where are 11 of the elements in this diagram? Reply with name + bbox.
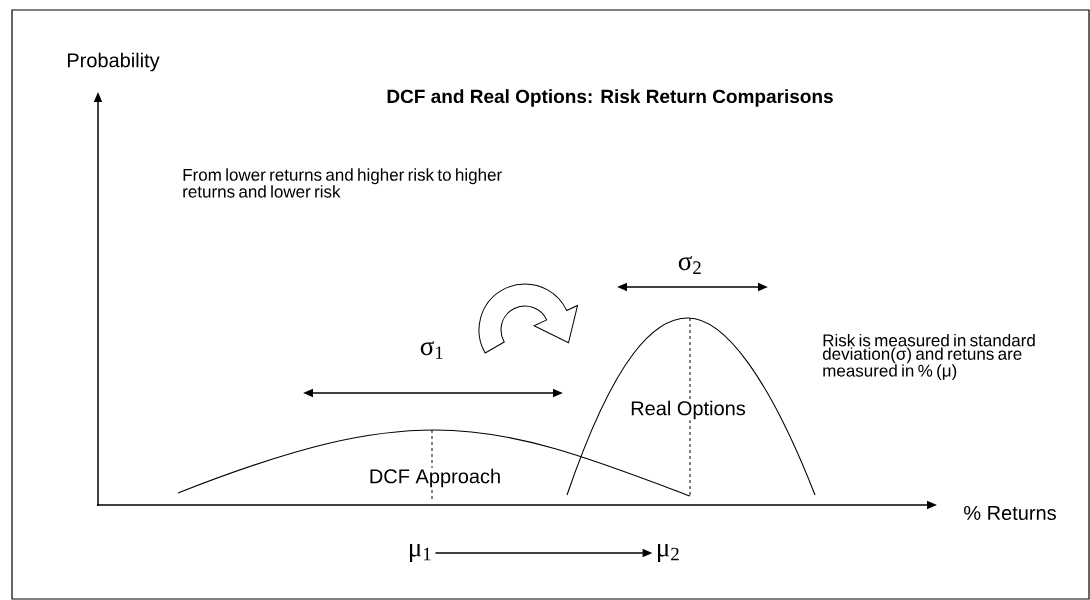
note-text: Risk is measured in standard deviation(σ) and retuns are measured in % (μ): [822, 333, 1035, 381]
mean-label: μ$_{1}$: [410, 543, 431, 563]
note-text: From lower returns and higher risk to higher returns and lower risk: [183, 168, 502, 198]
sigma-label: σ$_{1}$: [420, 341, 443, 359]
mean-label: μ$_{2}$: [658, 543, 679, 563]
sigma-label: σ$_{2}$: [678, 256, 701, 274]
axis-label: Probability: [67, 52, 160, 72]
curve-label: DCF Approach: [367, 467, 503, 489]
title: DCF and Real Options: Risk Return Comparisons: [387, 89, 833, 107]
curve-label: Real Options: [629, 399, 747, 421]
axis-label: % Returns: [964, 505, 1056, 521]
